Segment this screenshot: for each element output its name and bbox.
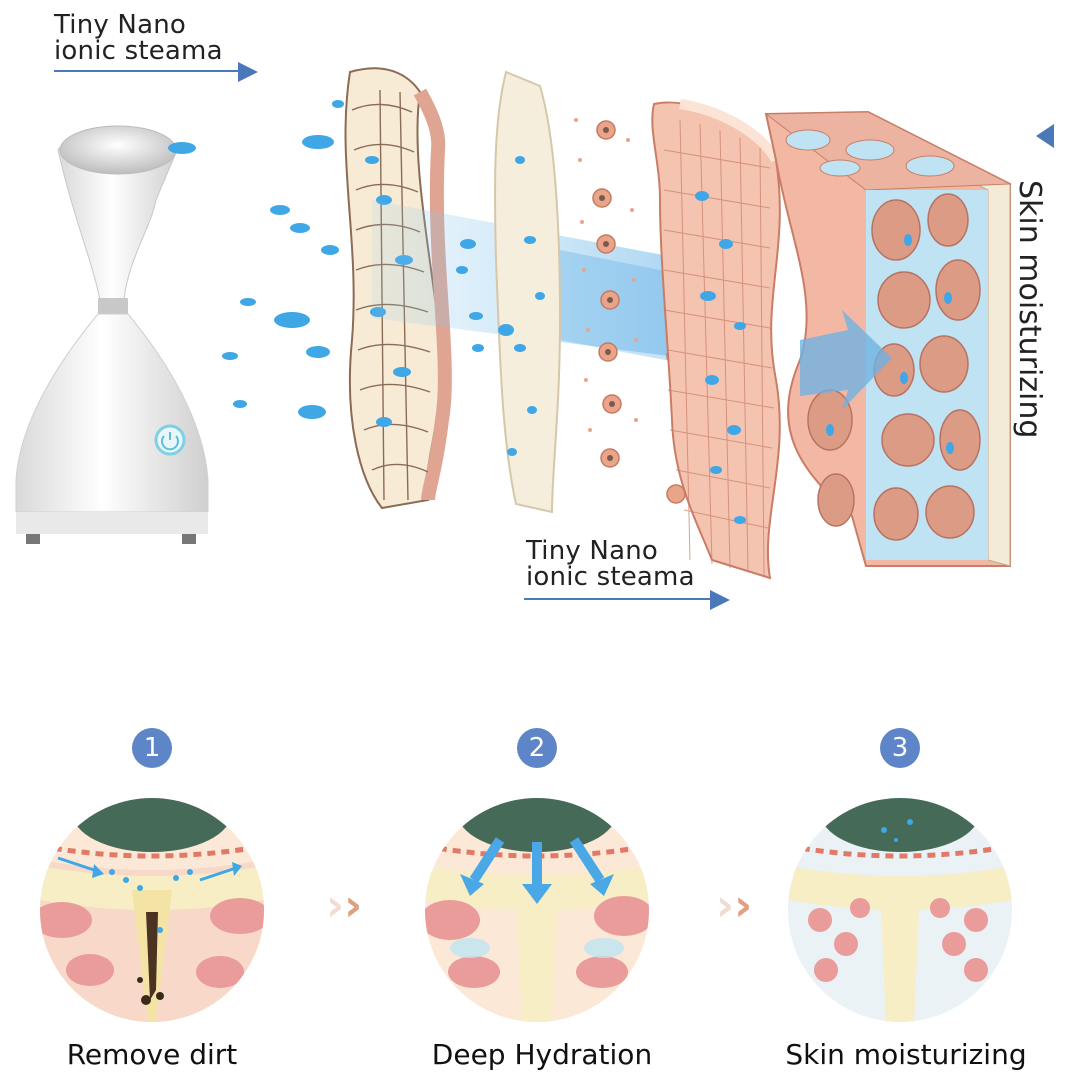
- step-3-badge: 3: [880, 728, 920, 768]
- step-1-illustration: [40, 798, 264, 1022]
- chevron-right-icon: ››: [326, 880, 363, 931]
- step-2-badge: 2: [517, 728, 557, 768]
- step-3-illustration: [788, 798, 1012, 1022]
- skin-layer-grid: [651, 99, 781, 580]
- pore-column: [574, 118, 686, 504]
- facial-steamer-device: [15, 125, 209, 544]
- step-1-caption: Remove dirt: [66, 1038, 238, 1071]
- penetration-arrow: [800, 310, 892, 410]
- step-2-caption: Deep Hydration: [431, 1038, 653, 1071]
- skin-layer-cells: [764, 110, 1012, 567]
- skin-layer-membrane: [456, 70, 562, 514]
- skin-moisturizing-vertical-label: Skin moisturizing: [1012, 180, 1047, 439]
- steam-droplets: [168, 100, 344, 419]
- step-1-badge: 1: [132, 728, 172, 768]
- step-2-illustration: [425, 798, 649, 1022]
- step-3-caption: Skin moisturizing: [785, 1038, 1027, 1071]
- steam-label-bottom: Tiny Nano ionic steama: [526, 536, 695, 592]
- chevron-right-icon: ››: [716, 880, 753, 931]
- steam-label-top: Tiny Nano ionic steama: [54, 10, 223, 66]
